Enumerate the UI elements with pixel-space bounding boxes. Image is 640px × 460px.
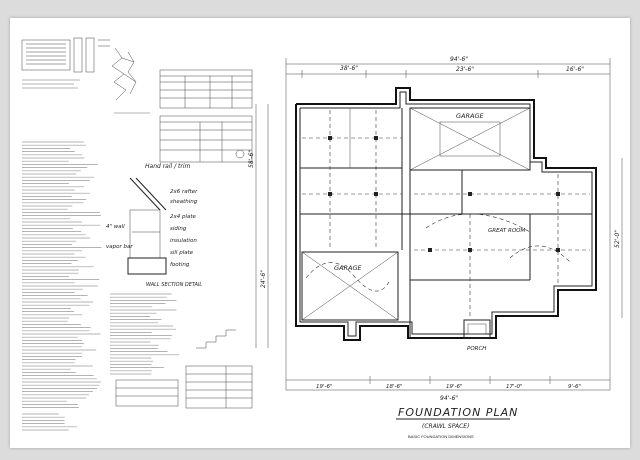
svg-text:2x4 plate: 2x4 plate xyxy=(170,214,197,220)
dim-seg-c: 16'-6" xyxy=(566,66,584,73)
pier-markers xyxy=(328,136,560,252)
dim-seg-a: 38'-6" xyxy=(340,65,358,72)
general-notes-column-2 xyxy=(22,293,180,431)
schedule-table-1 xyxy=(159,69,253,109)
wall-section-detail: Hand rail / trim 2x6 rafter sheathing 2x… xyxy=(106,163,202,288)
room-garage-left: GARAGE xyxy=(334,264,362,272)
dim-bottom-5: 9'-6" xyxy=(568,384,581,390)
plan-title-block: FOUNDATION PLAN (CRAWL SPACE) BASIC FOUN… xyxy=(396,406,518,439)
svg-text:4" wall: 4" wall xyxy=(106,224,125,230)
foundation-outline xyxy=(295,87,597,341)
sheet-drawing: Hand rail / trim 2x6 rafter sheathing 2x… xyxy=(21,37,623,439)
dim-seg-b: 23'-6" xyxy=(456,66,474,73)
dim-left-1: 58'-6" xyxy=(248,150,255,168)
svg-text:siding: siding xyxy=(170,226,187,232)
svg-text:Hand rail / trim: Hand rail / trim xyxy=(145,163,191,170)
stair-diagram xyxy=(111,47,150,114)
room-porch: PORCH xyxy=(467,346,486,352)
room-great-room: GREAT ROOM xyxy=(488,228,526,234)
svg-text:2x6 rafter: 2x6 rafter xyxy=(170,189,198,195)
dim-left-2: 24'-6" xyxy=(260,270,267,288)
sheet-reference: BASIC FOUNDATION DIMENSIONS xyxy=(408,434,474,439)
dim-overall-top: 94'-6" xyxy=(450,56,468,63)
svg-text:insulation: insulation xyxy=(170,238,197,244)
dim-bottom-4: 17'-0" xyxy=(506,384,523,390)
plan-title: FOUNDATION PLAN xyxy=(398,406,518,419)
dim-bottom-1: 19'-6" xyxy=(316,384,333,390)
dim-right-1: 52'-0" xyxy=(614,230,621,248)
dim-overall-bottom: 94'-6" xyxy=(440,395,458,402)
svg-text:sheathing: sheathing xyxy=(170,199,198,205)
drawing-sheet: Hand rail / trim 2x6 rafter sheathing 2x… xyxy=(10,18,630,448)
foundation-plan: 38'-6" 94'-6" 23'-6" 16'-6" 19'-6" 18'-6… xyxy=(248,56,623,402)
room-garage-top: GARAGE xyxy=(456,112,484,120)
general-notes-column xyxy=(22,141,102,408)
wall-section-label: WALL SECTION DETAIL xyxy=(146,282,202,288)
svg-text:sill plate: sill plate xyxy=(170,250,194,256)
dim-bottom-2: 18'-6" xyxy=(386,384,403,390)
title-block xyxy=(115,329,253,409)
schedule-table-2 xyxy=(159,115,253,163)
svg-text:vapor bar: vapor bar xyxy=(106,244,133,250)
plan-subtitle: (CRAWL SPACE) xyxy=(422,423,469,430)
dim-bottom-3: 19'-6" xyxy=(446,384,463,390)
framing-detail xyxy=(21,37,110,89)
svg-text:footing: footing xyxy=(170,262,190,268)
